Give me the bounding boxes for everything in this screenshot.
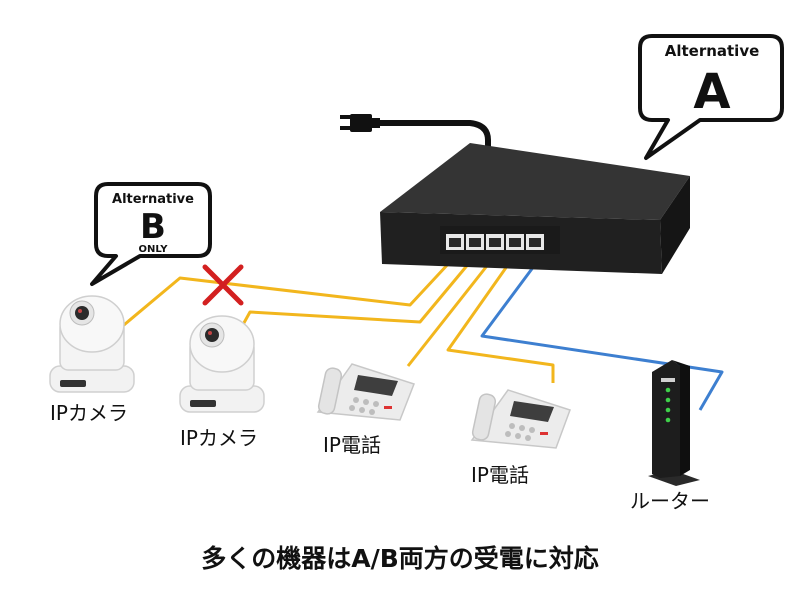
camera-icon	[49, 295, 135, 393]
diagram-caption: 多くの機器はA/B両方の受電に対応	[201, 544, 599, 573]
bubble-a-line1: Alternative	[665, 42, 760, 60]
phone1-label: IP電話	[323, 433, 381, 457]
router-icon	[648, 360, 700, 486]
camera-icon	[179, 315, 265, 413]
speech-bubble-a: Alternative A	[638, 34, 784, 160]
blocked-x-icon	[202, 264, 244, 306]
bubble-b-line1: Alternative	[112, 192, 194, 207]
bubble-b-letter: B	[140, 207, 166, 247]
phone2-label: IP電話	[471, 463, 529, 487]
router: ルーター	[630, 360, 710, 513]
camera1-cable	[97, 259, 453, 348]
bubble-a-letter: A	[693, 64, 730, 120]
poe-switch	[380, 143, 690, 274]
router-label: ルーター	[630, 489, 710, 513]
ip-phone-2: IP電話	[470, 389, 571, 487]
phone-icon	[316, 363, 415, 421]
ip-phone-1: IP電話	[316, 363, 415, 457]
router-cable	[478, 259, 726, 412]
phone1-cable	[405, 259, 493, 369]
camera2-cable	[236, 259, 473, 332]
phone2-cable	[444, 259, 557, 383]
cables	[97, 259, 726, 412]
phone-icon	[470, 389, 571, 449]
bubble-b-line3: ONLY	[139, 244, 169, 255]
camera2-label: IPカメラ	[180, 426, 258, 450]
ip-camera-1: IPカメラ	[49, 295, 135, 425]
ip-camera-2: IPカメラ	[179, 315, 265, 450]
power-plug-icon	[340, 114, 491, 151]
speech-bubble-b: Alternative B ONLY	[90, 182, 212, 286]
camera1-label: IPカメラ	[50, 401, 128, 425]
switch-ports	[446, 234, 544, 250]
